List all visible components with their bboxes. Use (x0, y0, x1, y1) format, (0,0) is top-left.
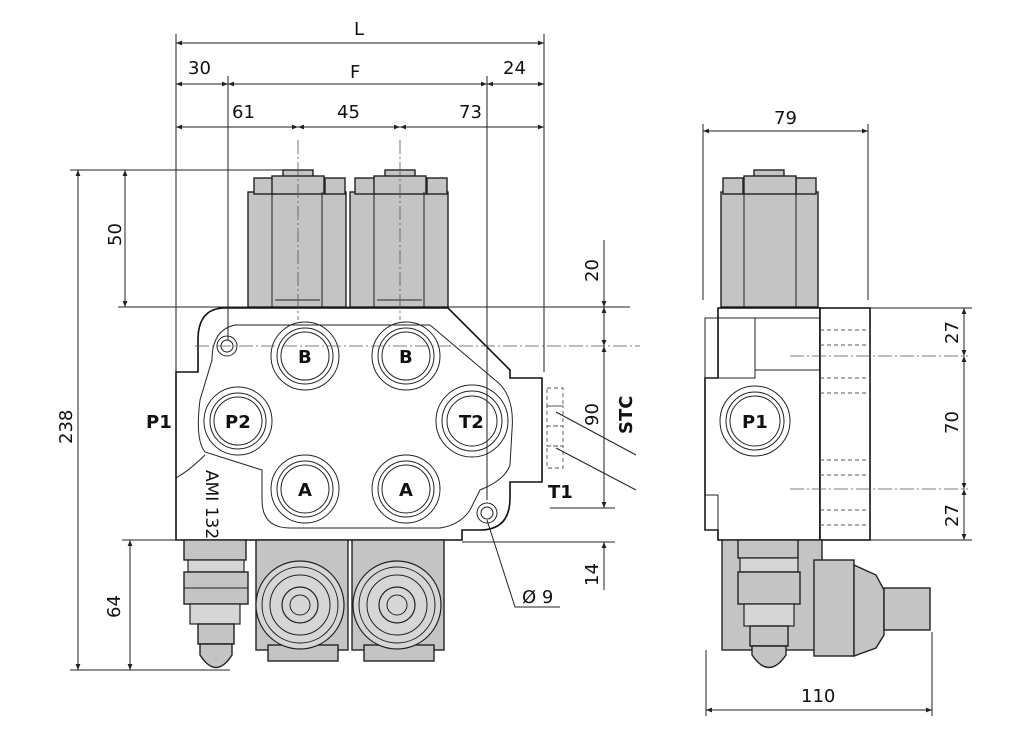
side-bottom-hardware (721, 539, 931, 669)
port-B-left (270, 321, 340, 391)
dim-90: 90 (582, 403, 603, 426)
mount-hole-bottom (476, 502, 498, 524)
port-A-right (371, 454, 441, 524)
dim-L: L (354, 19, 364, 40)
label-side-P1: P1 (742, 412, 768, 433)
dim-61: 61 (232, 102, 255, 123)
dim-14: 14 (582, 563, 603, 586)
dim-70: 70 (942, 411, 963, 434)
label-B-left: B (298, 347, 312, 368)
dim-27-top: 27 (942, 321, 963, 344)
dim-F: F (350, 62, 360, 83)
port-T2 (435, 384, 509, 458)
dim-20: 20 (582, 259, 603, 282)
top-actuators (247, 169, 449, 308)
dim-73: 73 (459, 102, 482, 123)
dim-45: 45 (337, 102, 360, 123)
relief-valve (183, 539, 249, 669)
label-T1: T1 (548, 482, 573, 503)
dim-110: 110 (801, 686, 835, 707)
side-port-P1 (719, 385, 791, 457)
dim-30: 30 (188, 58, 211, 79)
side-actuator-top (720, 169, 819, 308)
dim-dia9: Ø 9 (522, 587, 553, 608)
side-port-stack (819, 307, 871, 541)
dim-79: 79 (774, 108, 797, 129)
dim-238: 238 (56, 410, 77, 444)
label-A-left: A (298, 480, 312, 501)
dim-50: 50 (105, 223, 126, 246)
label-STC: STC (616, 396, 637, 434)
stc-cartridge (546, 387, 564, 469)
model-label: AMI 132 (201, 470, 221, 539)
port-A-left (270, 454, 340, 524)
bottom-actuators (255, 539, 445, 662)
valve-body (175, 307, 543, 541)
port-B-right (371, 321, 441, 391)
label-P2: P2 (225, 412, 251, 433)
dim-24: 24 (503, 58, 526, 79)
label-T2: T2 (459, 412, 484, 433)
port-P2 (203, 386, 273, 456)
label-P1: P1 (146, 412, 172, 433)
label-A-right: A (399, 480, 413, 501)
dim-64: 64 (104, 595, 125, 618)
dim-27-bottom: 27 (942, 504, 963, 527)
label-B-right: B (399, 347, 413, 368)
